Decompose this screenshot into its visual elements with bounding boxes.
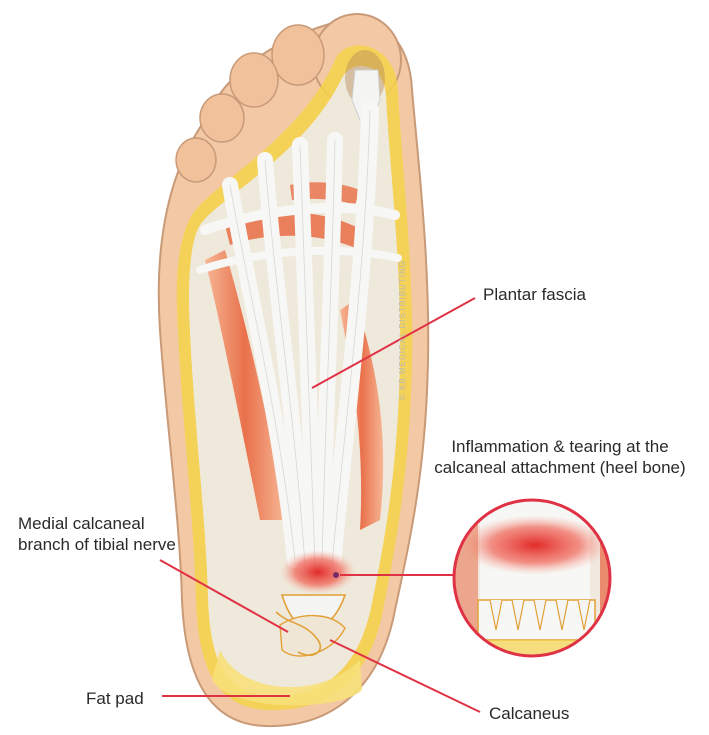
label-medial-line2: branch of tibial nerve (18, 535, 176, 554)
label-calcaneus: Calcaneus (489, 704, 570, 723)
fat-pad (212, 650, 362, 706)
insertion-point (333, 572, 339, 578)
label-inflammation-line2: calcaneal attachment (heel bone) (434, 458, 686, 477)
medial-calcaneal-nerve (275, 611, 322, 656)
plantar-fascia-fibers (229, 109, 371, 566)
label-inflammation-line1: Inflammation & tearing at the (451, 437, 669, 456)
inflammation-site (280, 550, 356, 594)
leader-lines (159, 297, 481, 713)
leader-medial-nerve (159, 559, 289, 633)
label-fat-pad: Fat pad (86, 689, 144, 708)
leader-calcaneus (329, 639, 481, 713)
label-inflammation: Inflammation & tearing at the calcaneal … (425, 436, 695, 478)
watermark: © KB MEDICAL DISTRIBUTING (398, 260, 407, 400)
leader-plantar-fascia (311, 297, 476, 389)
label-medial-line1: Medial calcaneal (18, 514, 145, 533)
magnifier-inset (452, 498, 612, 658)
label-plantar-fascia: Plantar fascia (483, 285, 586, 304)
calcaneus-bone (279, 594, 347, 657)
label-medial-calcaneal-nerve: Medial calcaneal branch of tibial nerve (18, 513, 176, 555)
